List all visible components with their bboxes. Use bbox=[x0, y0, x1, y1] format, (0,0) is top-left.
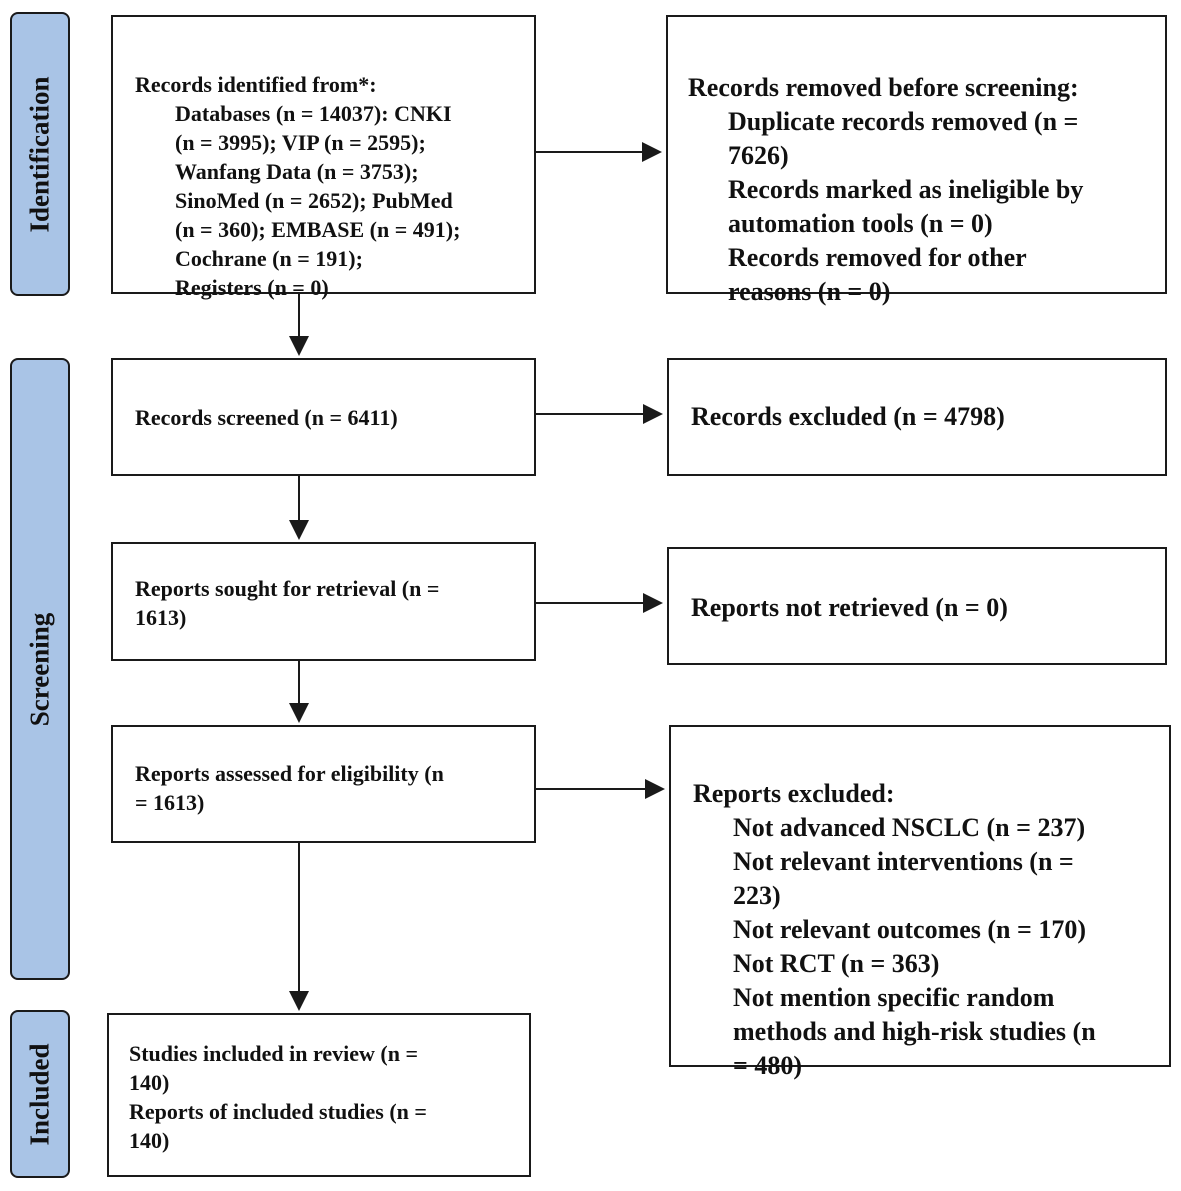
records-excluded-text: Records excluded (n = 4798) bbox=[691, 402, 1005, 431]
records-identified-box: Records identified from*: Databases (n =… bbox=[111, 15, 536, 300]
reports-not-retrieved-box: Reports not retrieved (n = 0) bbox=[667, 547, 1167, 665]
reports-excluded-heading: Reports excluded: bbox=[693, 779, 895, 808]
records-identified-body: Databases (n = 14037): CNKI (n = 3995); … bbox=[175, 101, 461, 300]
records-excluded-box: Records excluded (n = 4798) bbox=[667, 358, 1167, 476]
reports-excluded-box: Reports excluded: Not advanced NSCLC (n … bbox=[669, 725, 1171, 1080]
reports-sought-box: Reports sought for retrieval (n = 1613) bbox=[111, 542, 536, 661]
reports-sought-text: Reports sought for retrieval (n = 1613) bbox=[135, 576, 440, 630]
reports-assessed-text: Reports assessed for eligibility (n = 16… bbox=[135, 761, 444, 815]
studies-included-text: Studies included in review (n = 140) Rep… bbox=[129, 1041, 427, 1153]
records-identified-heading: Records identified from*: bbox=[135, 72, 377, 97]
stage-included: Included bbox=[10, 1010, 70, 1178]
reports-assessed-box: Reports assessed for eligibility (n = 16… bbox=[111, 725, 536, 843]
reports-not-retrieved-text: Reports not retrieved (n = 0) bbox=[691, 593, 1008, 622]
records-removed-body: Duplicate records removed (n = 7626) Rec… bbox=[728, 107, 1084, 306]
records-removed-box: Records removed before screening: Duplic… bbox=[666, 15, 1167, 306]
records-removed-heading: Records removed before screening: bbox=[688, 73, 1079, 102]
stage-screening: Screening bbox=[10, 358, 70, 980]
records-screened-box: Records screened (n = 6411) bbox=[111, 358, 536, 476]
studies-included-box: Studies included in review (n = 140) Rep… bbox=[107, 1013, 531, 1177]
reports-excluded-body: Not advanced NSCLC (n = 237) Not relevan… bbox=[733, 813, 1096, 1080]
records-screened-text: Records screened (n = 6411) bbox=[135, 405, 398, 430]
stage-identification: Identification bbox=[10, 12, 70, 296]
